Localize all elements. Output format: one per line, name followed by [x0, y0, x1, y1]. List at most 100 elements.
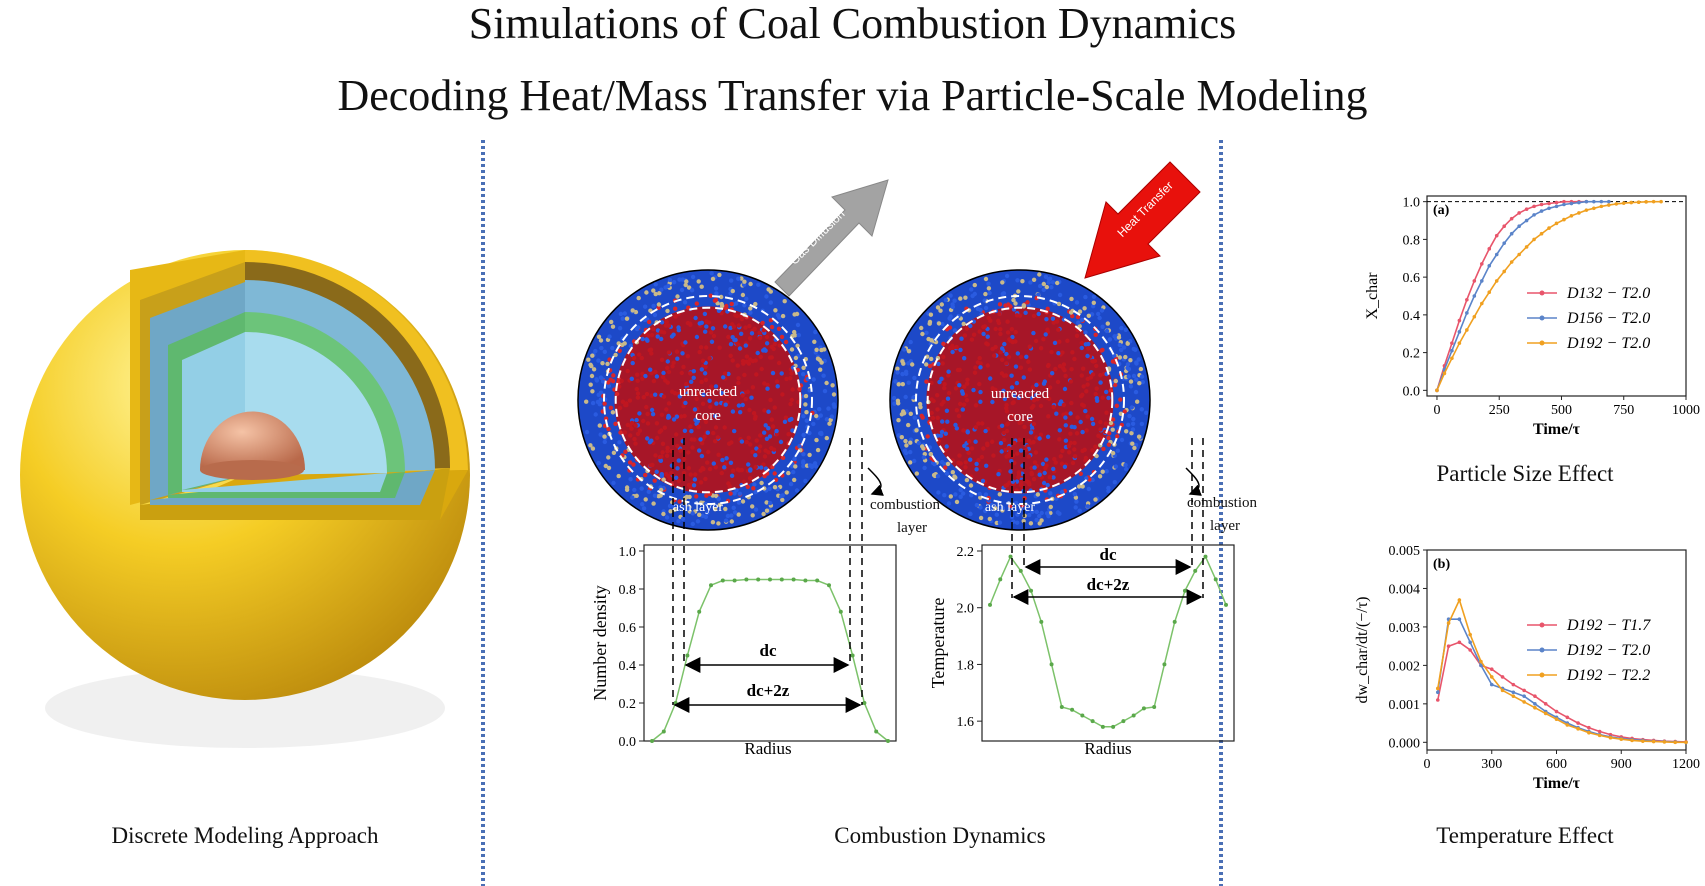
nd-point [862, 701, 867, 705]
series-point [1446, 644, 1451, 648]
temp-point [1039, 619, 1044, 624]
series-point [1511, 690, 1516, 695]
xtick-label: 250 [1489, 403, 1510, 418]
series-line [1436, 200, 1587, 391]
series-point [1517, 211, 1521, 215]
series-point [1644, 200, 1648, 204]
series-point [1489, 667, 1494, 672]
series-point [1651, 739, 1656, 744]
series-point [1565, 723, 1570, 727]
series-point [1532, 213, 1536, 217]
series-point [1517, 224, 1521, 228]
nd-point [779, 577, 784, 582]
series-point [1641, 739, 1645, 743]
series-point [1465, 311, 1469, 315]
dc-label-right: dc [1100, 545, 1117, 564]
series-point [1576, 721, 1580, 725]
legend-marker [1539, 290, 1545, 296]
nd-ytick-label: 0.4 [619, 659, 637, 674]
series-point [1533, 702, 1537, 706]
series-point [1465, 328, 1469, 332]
series-point [1479, 279, 1484, 283]
series-point [1547, 201, 1551, 206]
x-axis-label: Time/τ [1533, 775, 1581, 792]
temp-point [1172, 619, 1177, 624]
ytick-label: 0.004 [1389, 582, 1421, 597]
series-point [1584, 208, 1589, 212]
series-point [1446, 621, 1451, 625]
temp-point [1070, 707, 1075, 712]
series-point [1569, 201, 1574, 206]
nd-point [732, 578, 737, 583]
ytick-label: 0.005 [1389, 544, 1421, 559]
series-point [1511, 694, 1516, 698]
temp-ytick-label: 2.0 [957, 602, 975, 617]
series-point [1489, 682, 1494, 687]
series-point [1522, 688, 1526, 693]
ytick-label: 0.003 [1389, 621, 1421, 636]
series-point [1621, 201, 1626, 205]
series-point [1502, 224, 1507, 228]
combustion-label-right-2: layer [1210, 518, 1240, 534]
temp-point [1131, 713, 1136, 718]
particle-right [889, 269, 1151, 531]
series-point [1509, 216, 1514, 221]
series-point [1450, 356, 1454, 361]
series-point [1684, 740, 1688, 745]
ytick-label: 0.4 [1403, 309, 1421, 324]
series-point [1539, 231, 1544, 236]
series-point [1651, 199, 1656, 204]
series-point [1500, 688, 1505, 693]
heat-transfer-arrow: Heat Transfer [1084, 161, 1201, 279]
series-point [1587, 730, 1591, 735]
series-point [1592, 199, 1596, 204]
series-point [1597, 729, 1602, 734]
series-point [1450, 341, 1454, 345]
series-point [1457, 640, 1462, 645]
temp-point [1090, 719, 1095, 724]
nd-point [685, 653, 690, 658]
series-point [1457, 617, 1462, 622]
series-point [1673, 740, 1678, 745]
caption-right-bottom: Temperature Effect [1436, 823, 1614, 848]
nd-point [661, 729, 666, 734]
temp-point [1152, 704, 1157, 709]
nd-point [768, 577, 772, 582]
series-point [1442, 371, 1447, 376]
series-point [1606, 199, 1611, 204]
series-point [1543, 711, 1548, 716]
nd-ytick-label: 0.8 [619, 583, 637, 598]
legend-marker [1539, 647, 1545, 653]
gas-diffusion-arrow: Gas Diffusion [774, 179, 889, 297]
series-point [1554, 200, 1559, 205]
ytick-label: 0.000 [1389, 736, 1421, 751]
temp-point [1111, 724, 1116, 729]
series-point [1435, 686, 1440, 691]
series-point [1487, 264, 1492, 268]
temp-xlabel: Radius [1084, 739, 1131, 758]
legend-marker [1539, 340, 1545, 346]
nd-point [756, 577, 761, 582]
series-point [1509, 231, 1514, 236]
series-point [1533, 705, 1537, 710]
series-point [1562, 202, 1566, 207]
series-point [1597, 733, 1602, 738]
series-point [1577, 211, 1581, 215]
series-point [1468, 640, 1472, 645]
series-point [1577, 200, 1581, 205]
series-point [1450, 348, 1454, 353]
temp-point [1224, 602, 1228, 607]
series-point [1472, 279, 1477, 283]
series-point [1636, 200, 1641, 205]
series-point [1659, 199, 1663, 204]
legend-label: D192 − T1.7 [1566, 617, 1651, 634]
series-point [1522, 700, 1526, 704]
temp-point [1008, 554, 1013, 559]
series-point [1562, 199, 1566, 204]
temp-point [1080, 713, 1085, 718]
temp-ylabel: Temperature [928, 598, 948, 689]
temp-point [988, 602, 992, 607]
combustion-label-left-2: layer [897, 520, 927, 536]
series-point [1614, 202, 1619, 206]
